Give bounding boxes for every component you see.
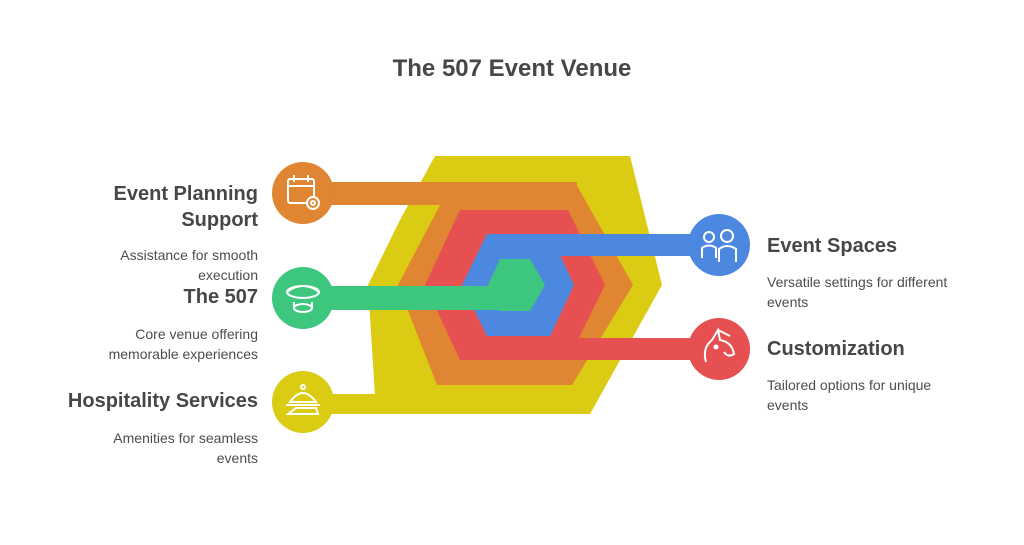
hospitality-circle xyxy=(272,371,334,433)
event-planning-desc-line2: execution xyxy=(198,267,258,283)
the-507-description: Core venue offering memorable experience… xyxy=(38,324,258,364)
people-group-icon xyxy=(701,229,737,262)
the-507-heading: The 507 xyxy=(183,286,258,308)
blue-connector xyxy=(520,234,730,256)
event-planning-circle xyxy=(272,162,334,224)
green-connector xyxy=(305,286,525,310)
diagram-title: The 507 Event Venue xyxy=(392,55,632,82)
event-planning-heading: Event Planning Support xyxy=(38,181,258,233)
the-507-desc-line1: Core venue offering xyxy=(135,326,258,342)
event-spaces-heading: Event Spaces xyxy=(767,235,898,257)
the-507-circle xyxy=(272,267,334,329)
customization-desc-line1: Tailored options for unique xyxy=(767,377,932,393)
hospitality-heading: Hospitality Services xyxy=(67,390,258,412)
event-planning-heading-line1: Event Planning xyxy=(113,183,258,205)
customization-circle xyxy=(688,318,750,380)
red-connector xyxy=(560,338,730,360)
the-507-path xyxy=(305,259,545,311)
yellow-connector xyxy=(305,394,435,414)
event-spaces-description: Versatile settings for different events xyxy=(767,272,1007,312)
hospitality-desc-line1: Amenities for seamless xyxy=(113,430,258,446)
stadium-icon xyxy=(286,285,320,313)
customization-desc-line2: events xyxy=(767,397,809,413)
hospitality-desc-line2: events xyxy=(216,450,258,466)
event-planning-description: Assistance for smooth execution xyxy=(38,245,258,285)
calendar-gear-icon xyxy=(287,175,320,210)
unicorn-icon xyxy=(703,327,736,363)
customization-description: Tailored options for unique events xyxy=(767,375,1007,415)
event-spaces-desc-line1: Versatile settings for different xyxy=(767,274,948,290)
orange-connector xyxy=(305,182,577,205)
event-planning-desc-line1: Assistance for smooth xyxy=(120,247,258,263)
event-planning-heading-line2: Support xyxy=(181,209,258,231)
hospitality-description: Amenities for seamless events xyxy=(38,428,258,468)
customization-heading: Customization xyxy=(767,338,905,360)
event-spaces-circle xyxy=(688,214,750,276)
serving-cloche-icon xyxy=(285,384,320,415)
the-507-desc-line2: memorable experiences xyxy=(108,346,258,362)
event-spaces-desc-line2: events xyxy=(767,294,809,310)
